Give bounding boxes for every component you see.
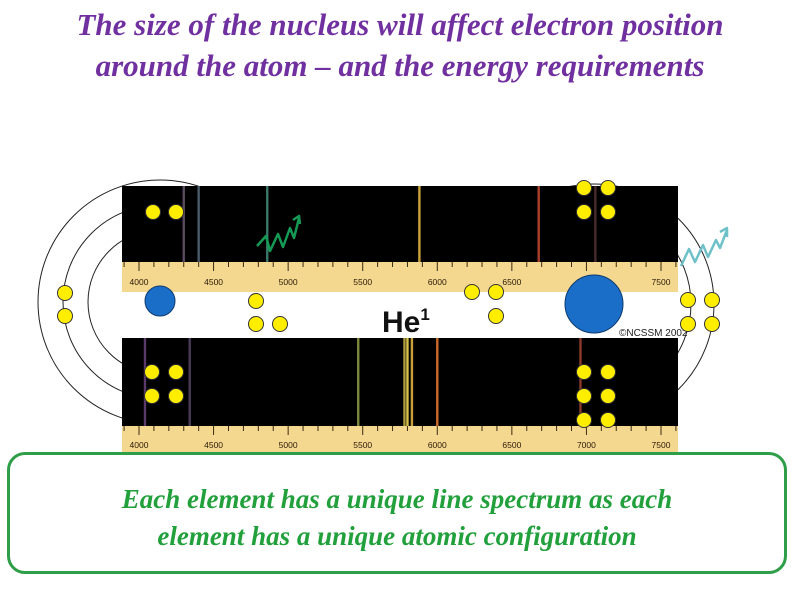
electron — [600, 364, 616, 380]
bottom-ruler — [122, 426, 678, 452]
top-spectral-line — [418, 186, 421, 262]
bottom-spectrum-panel — [122, 338, 678, 426]
bottom-spectral-line — [410, 338, 414, 426]
electron — [576, 364, 592, 380]
element-symbol: He — [382, 306, 420, 339]
right-nucleus — [564, 274, 624, 334]
electron — [576, 412, 592, 428]
bottom-ruler-label: 4500 — [204, 440, 223, 450]
electron — [704, 316, 720, 332]
top-spectral-line — [266, 186, 269, 262]
electron — [144, 388, 160, 404]
electron — [680, 292, 696, 308]
bottom-ruler-label: 5500 — [353, 440, 372, 450]
bottom-ruler-label: 6500 — [502, 440, 521, 450]
electron — [57, 308, 73, 324]
bottom-ruler-ticks: 4000 4500 5000 5500 6000 6500 7000 7500 — [123, 426, 677, 450]
top-ruler-label: 4000 — [130, 277, 149, 287]
element-superscript: 1 — [420, 305, 429, 324]
electron — [576, 388, 592, 404]
top-ruler-label: 5500 — [353, 277, 372, 287]
bottom-ruler-label: 7500 — [652, 440, 671, 450]
electron — [600, 180, 616, 196]
electron — [248, 293, 264, 309]
bottom-spectral-line — [357, 338, 360, 426]
top-spectral-line — [197, 186, 200, 262]
top-spectral-line — [182, 186, 185, 262]
callout-line-2: element has a unique atomic configuratio… — [157, 521, 637, 551]
callout-box: Each element has a unique line spectrum … — [7, 452, 787, 574]
top-ruler-label: 4500 — [204, 277, 223, 287]
electron — [168, 204, 184, 220]
electron — [600, 388, 616, 404]
bottom-spectral-line — [579, 338, 582, 426]
bottom-ruler-label: 4000 — [130, 440, 149, 450]
left-nucleus — [144, 285, 176, 317]
bottom-spectral-line — [143, 338, 147, 426]
electron — [57, 285, 73, 301]
electron — [248, 316, 264, 332]
top-spectral-line — [594, 186, 597, 262]
bottom-spectral-line — [436, 338, 439, 426]
electron — [464, 284, 480, 300]
electron — [144, 364, 160, 380]
title-line-1: The size of the nucleus will affect elec… — [76, 7, 724, 42]
electron — [488, 308, 504, 324]
bottom-spectrum-lines — [143, 338, 582, 426]
bottom-ruler-label: 5000 — [279, 440, 298, 450]
top-spectral-line — [537, 186, 540, 262]
electron — [704, 292, 720, 308]
top-spectrum-panel — [122, 186, 678, 262]
top-ruler-label: 7500 — [652, 277, 671, 287]
bottom-spectral-line — [406, 338, 409, 426]
electron — [488, 284, 504, 300]
top-ruler-label: 6000 — [428, 277, 447, 287]
callout-line-1: Each element has a unique line spectrum … — [121, 484, 673, 514]
bottom-ruler-label: 7000 — [577, 440, 596, 450]
electron — [600, 204, 616, 220]
bottom-ruler-label: 6000 — [428, 440, 447, 450]
copyright-label: ©NCSSM 2002 — [619, 328, 688, 339]
element-label: He1 — [382, 305, 430, 339]
top-ruler-label: 5000 — [279, 277, 298, 287]
top-ruler-label: 6500 — [502, 277, 521, 287]
absorbed-photon-arrow — [679, 226, 729, 267]
electron — [576, 180, 592, 196]
slide-title: The size of the nucleus will affect elec… — [0, 4, 800, 86]
electron — [272, 316, 288, 332]
electron — [576, 204, 592, 220]
top-spectrum-lines — [182, 186, 597, 262]
electron — [145, 204, 161, 220]
electron — [600, 412, 616, 428]
electron — [168, 364, 184, 380]
electron — [680, 316, 696, 332]
title-line-2: around the atom – and the energy require… — [95, 48, 705, 83]
bottom-spectral-line — [188, 338, 191, 426]
callout-text: Each element has a unique line spectrum … — [10, 481, 784, 555]
electrons — [57, 180, 720, 428]
electron — [168, 388, 184, 404]
bottom-spectral-line — [403, 338, 406, 426]
emitted-photon-arrow — [256, 214, 302, 253]
